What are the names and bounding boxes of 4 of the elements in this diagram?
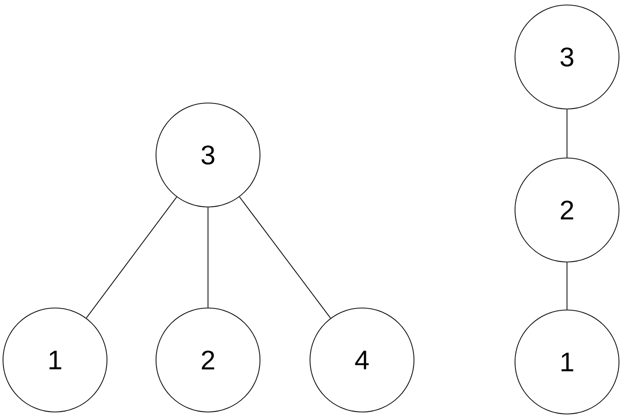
edge-line bbox=[86, 196, 178, 318]
edge-line bbox=[566, 109, 568, 158]
edge-line bbox=[566, 262, 568, 310]
edge-line bbox=[239, 196, 331, 318]
